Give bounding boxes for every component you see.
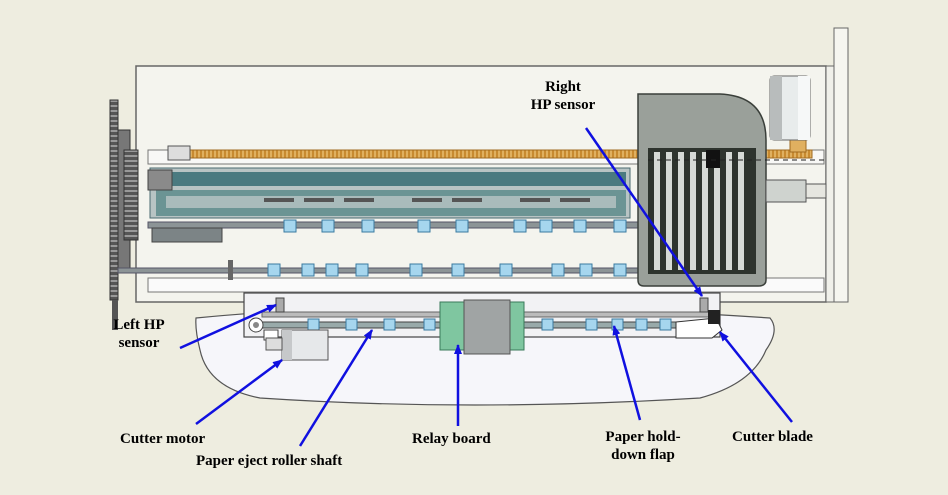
belt-pulley-left [168,146,190,160]
relay-board [440,300,524,354]
label-cutter-motor: Cutter motor [120,430,205,448]
label-left-hp-sensor: Left HP sensor [96,316,182,352]
label-relay-board: Relay board [412,430,491,448]
label-paper-hold-down-flap: Paper hold- down flap [588,428,698,464]
carriage-motor [770,76,810,140]
label-paper-eject-roller-shaft: Paper eject roller shaft [196,452,342,470]
carriage-rail [148,168,630,218]
left-gear-train [110,100,138,330]
label-cutter-blade: Cutter blade [732,428,813,446]
belt-pulley-right [790,140,806,152]
label-right-hp-sensor: Right HP sensor [508,78,618,114]
